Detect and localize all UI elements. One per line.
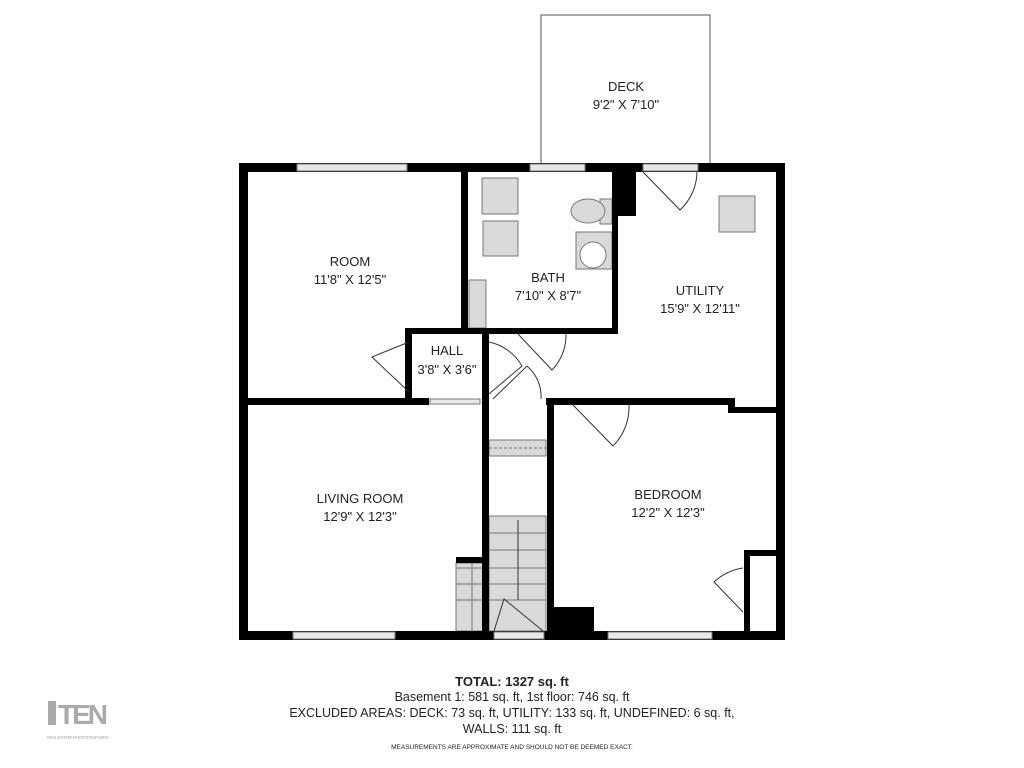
doors [371, 171, 744, 632]
room-size-bedroom: 12'2" X 12'3" [631, 505, 705, 520]
svg-text:REAL ESTATE PHOTOGRAPHERS: REAL ESTATE PHOTOGRAPHERS [47, 735, 109, 740]
door-swing [488, 341, 523, 395]
room-name-room: ROOM [330, 254, 370, 269]
window [292, 631, 396, 640]
room-name-bath: BATH [531, 270, 565, 285]
washer [481, 177, 519, 215]
stair-treads [456, 447, 546, 631]
room-name-deck: DECK [608, 79, 644, 94]
window [529, 163, 586, 172]
door-swing [642, 171, 698, 211]
walls-area: WALLS: 111 sq. ft [462, 722, 562, 736]
disclaimer: MEASUREMENTS ARE APPROXIMATE AND SHOULD … [391, 744, 633, 751]
window [296, 163, 408, 172]
floor-areas: Basement 1: 581 sq. ft, 1st floor: 746 s… [394, 690, 630, 704]
room-name-hall: HALL [431, 343, 464, 358]
window [607, 631, 713, 640]
sink-basin [579, 241, 607, 269]
door-swing [713, 567, 744, 613]
windows [292, 163, 713, 640]
room-size-utility: 15'9" X 12'11" [660, 301, 740, 316]
svg-text:TEN: TEN [58, 699, 108, 730]
total-area: TOTAL: 1327 sq. ft [455, 674, 569, 689]
room-size-deck: 9'2" X 7'10" [593, 97, 660, 112]
room-name-bedroom: BEDROOM [634, 487, 701, 502]
door-swing [371, 341, 410, 393]
image-ten-logo: TEN REAL ESTATE PHOTOGRAPHERS [47, 699, 109, 740]
window [642, 163, 699, 172]
toilet-bowl [570, 198, 606, 224]
room-size-bath: 7'10" X 8'7" [515, 288, 582, 303]
window [493, 631, 545, 640]
excluded-areas: EXCLUDED AREAS: DECK: 73 sq. ft, UTILITY… [289, 706, 735, 720]
room-name-utility: UTILITY [676, 283, 725, 298]
room-size-living-room: 12'9" X 12'3" [323, 509, 397, 524]
window [429, 398, 481, 405]
room-size-hall: 3'8" X 3'6" [417, 362, 476, 377]
logo: TEN REAL ESTATE PHOTOGRAPHERS [44, 696, 114, 742]
stairs-landing [488, 439, 547, 457]
door-swing [492, 365, 542, 400]
dryer [482, 220, 519, 257]
door-swing [517, 333, 567, 371]
door-swing [572, 404, 630, 447]
shelf [468, 279, 487, 329]
water-heater [718, 195, 756, 233]
floor-plan: DECK 9'2" X 7'10" ROOM 11'8" X 12'5" BAT… [239, 14, 785, 640]
room-size-room: 11'8" X 12'5" [314, 272, 387, 287]
door-swing [493, 598, 544, 632]
room-name-living-room: LIVING ROOM [317, 491, 404, 506]
